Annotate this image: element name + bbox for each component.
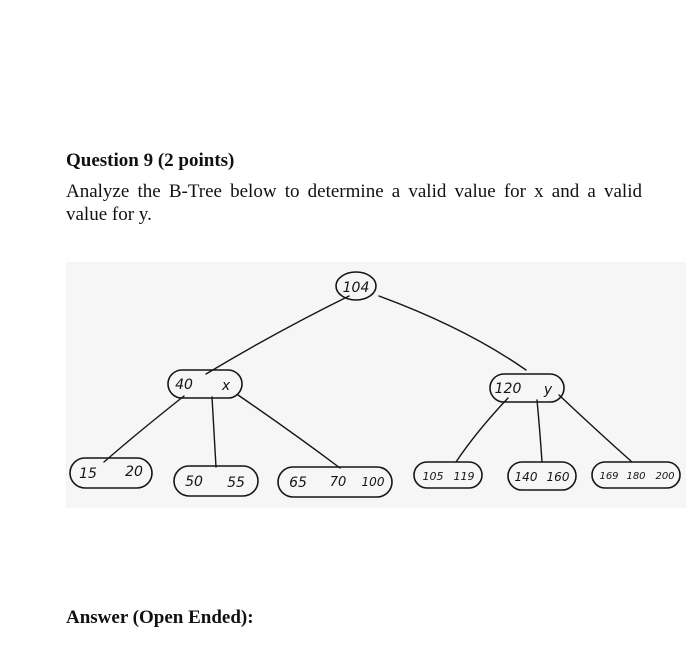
leaf-1-key-2: 20: [125, 464, 143, 480]
answer-label: Answer (Open Ended):: [66, 607, 254, 628]
leaf-6-key-2: 180: [626, 471, 645, 482]
leaf-node-6: 169 180 200: [591, 461, 681, 489]
internal-node-right: 120 y: [489, 373, 565, 403]
leaf-4-key-1: 105: [423, 470, 444, 483]
edge-right-leaf6: [558, 394, 633, 463]
edge-left-leaf2: [211, 396, 217, 468]
leaf-5-key-1: 140: [515, 470, 538, 484]
internal-node-left: 40 x: [167, 369, 243, 399]
edge-right-leaf5: [536, 399, 543, 463]
leaf-node-4: 105 119: [413, 461, 483, 489]
leaf-2-key-2: 55: [227, 475, 245, 491]
leaf-6-key-1: 169: [599, 471, 618, 482]
internal-right-key-1: 120: [495, 381, 522, 397]
leaf-4-key-2: 119: [454, 470, 475, 483]
question-text: Analyze the B-Tree below to determine a …: [66, 181, 642, 225]
edge-root-right: [378, 295, 527, 371]
btree-diagram: 104 40 x 120 y 15 20 50 55 65 70 100 105…: [66, 262, 686, 508]
leaf-1-key-1: 15: [79, 466, 97, 482]
leaf-node-1: 15 20: [69, 457, 153, 489]
edge-left-leaf1: [103, 395, 185, 463]
edge-right-leaf4: [455, 397, 509, 463]
leaf-node-3: 65 70 100: [277, 466, 393, 498]
internal-left-key-2: x: [221, 378, 231, 394]
leaf-3-key-1: 65: [289, 475, 307, 491]
leaf-5-key-2: 160: [547, 470, 570, 484]
internal-right-key-2: y: [543, 382, 553, 398]
leaf-3-key-3: 100: [362, 475, 385, 489]
leaf-3-key-2: 70: [330, 475, 347, 490]
question-title: Question 9 (2 points): [66, 150, 235, 171]
internal-left-key-1: 40: [175, 377, 193, 393]
leaf-6-key-3: 200: [655, 471, 674, 482]
leaf-node-5: 140 160: [507, 461, 577, 491]
root-key: 104: [343, 280, 370, 296]
root-node: 104: [335, 271, 377, 301]
edge-left-leaf3: [237, 394, 341, 469]
edge-root-left: [205, 295, 350, 375]
leaf-node-2: 50 55: [173, 465, 259, 497]
leaf-2-key-1: 50: [185, 474, 203, 490]
